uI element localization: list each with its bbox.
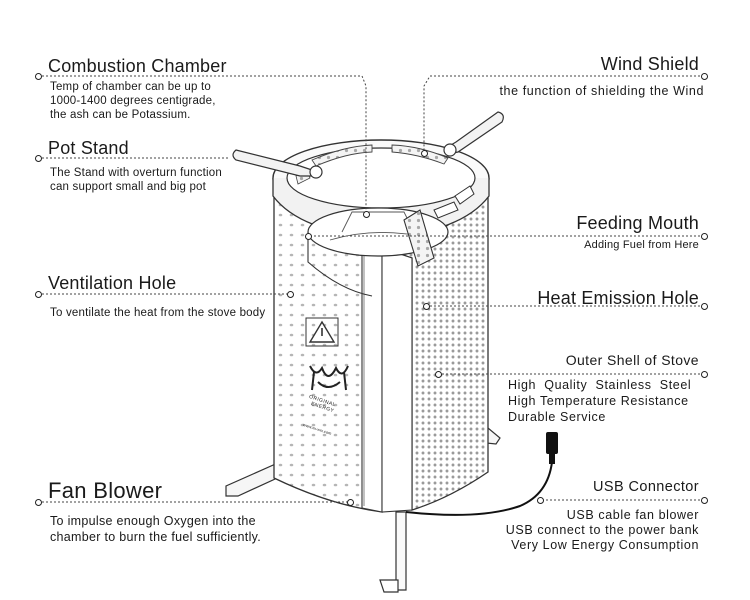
leader-dot xyxy=(35,73,42,80)
ventilation-hole-title: Ventilation Hole xyxy=(48,273,177,293)
combustion-chamber-title: Combustion Chamber xyxy=(48,56,227,76)
pot-stand-arm-right xyxy=(443,111,504,157)
leader-dot xyxy=(701,303,708,310)
leader-dot xyxy=(35,291,42,298)
feeding-mouth-tongue xyxy=(403,209,435,267)
usb-connector-desc-1: USB cable fan blower xyxy=(566,508,699,522)
usb-cable xyxy=(405,432,558,516)
fan-blower-title: Fan Blower xyxy=(48,478,163,503)
pot-stand-desc-2: can support small and big pot xyxy=(50,181,207,193)
leader-dot xyxy=(363,211,370,218)
leader-dot xyxy=(287,291,294,298)
leader-dot xyxy=(701,497,708,504)
stove-top-rim xyxy=(272,139,490,239)
outer-shell-desc-1: High Quality Stainless Steel xyxy=(508,378,692,392)
pot-stand-title: Pot Stand xyxy=(48,138,129,158)
combustion-chamber-desc-1: Temp of chamber can be up to xyxy=(50,81,211,93)
combustion-chamber-desc-2: 1000-1400 degrees centigrade, xyxy=(50,95,216,107)
stove-front-seam xyxy=(361,239,383,513)
fan-blower-unit xyxy=(379,511,407,593)
leader-dot xyxy=(421,150,428,157)
pot-stand-arm-left xyxy=(232,149,323,179)
stove-warning-mark xyxy=(305,317,339,347)
fan-blower-desc-1: To impulse enough Oxygen into the xyxy=(50,514,256,528)
usb-connector-desc-3: Very Low Energy Consumption xyxy=(511,538,699,552)
leader-dot xyxy=(701,73,708,80)
leader-dot xyxy=(423,303,430,310)
fan-blower-desc-2: chamber to burn the fuel sufficiently. xyxy=(50,530,262,544)
leader-lines xyxy=(38,75,704,503)
usb-connector-desc-2: USB connect to the power bank xyxy=(505,523,699,537)
wind-shield-title: Wind Shield xyxy=(600,54,699,74)
outer-shell-title: Outer Shell of Stove xyxy=(565,352,699,368)
leader-dot xyxy=(347,499,354,506)
feeding-mouth-desc: Adding Fuel from Here xyxy=(584,239,699,251)
leader-dot xyxy=(35,155,42,162)
heat-emission-hole-title: Heat Emission Hole xyxy=(537,288,699,308)
feeding-mouth-title: Feeding Mouth xyxy=(576,213,699,233)
outer-shell-desc-3: Durable Service xyxy=(508,410,606,424)
leader-dot xyxy=(305,233,312,240)
leader-dot xyxy=(701,233,708,240)
leader-dot xyxy=(435,371,442,378)
usb-connector-title: USB Connector xyxy=(593,479,699,495)
leader-dot xyxy=(537,497,544,504)
leader-dot xyxy=(35,499,42,506)
leader-dot xyxy=(701,371,708,378)
ventilation-hole-desc: To ventilate the heat from the stove bod… xyxy=(50,307,266,319)
combustion-chamber-desc-3: the ash can be Potassium. xyxy=(50,109,191,121)
pot-stand-desc-1: The Stand with overturn function xyxy=(50,167,222,179)
wind-shield-desc: the function of shielding the Wind xyxy=(499,84,704,98)
brand-logo xyxy=(309,365,349,391)
outer-shell-desc-2: High Temperature Resistance xyxy=(508,394,689,408)
